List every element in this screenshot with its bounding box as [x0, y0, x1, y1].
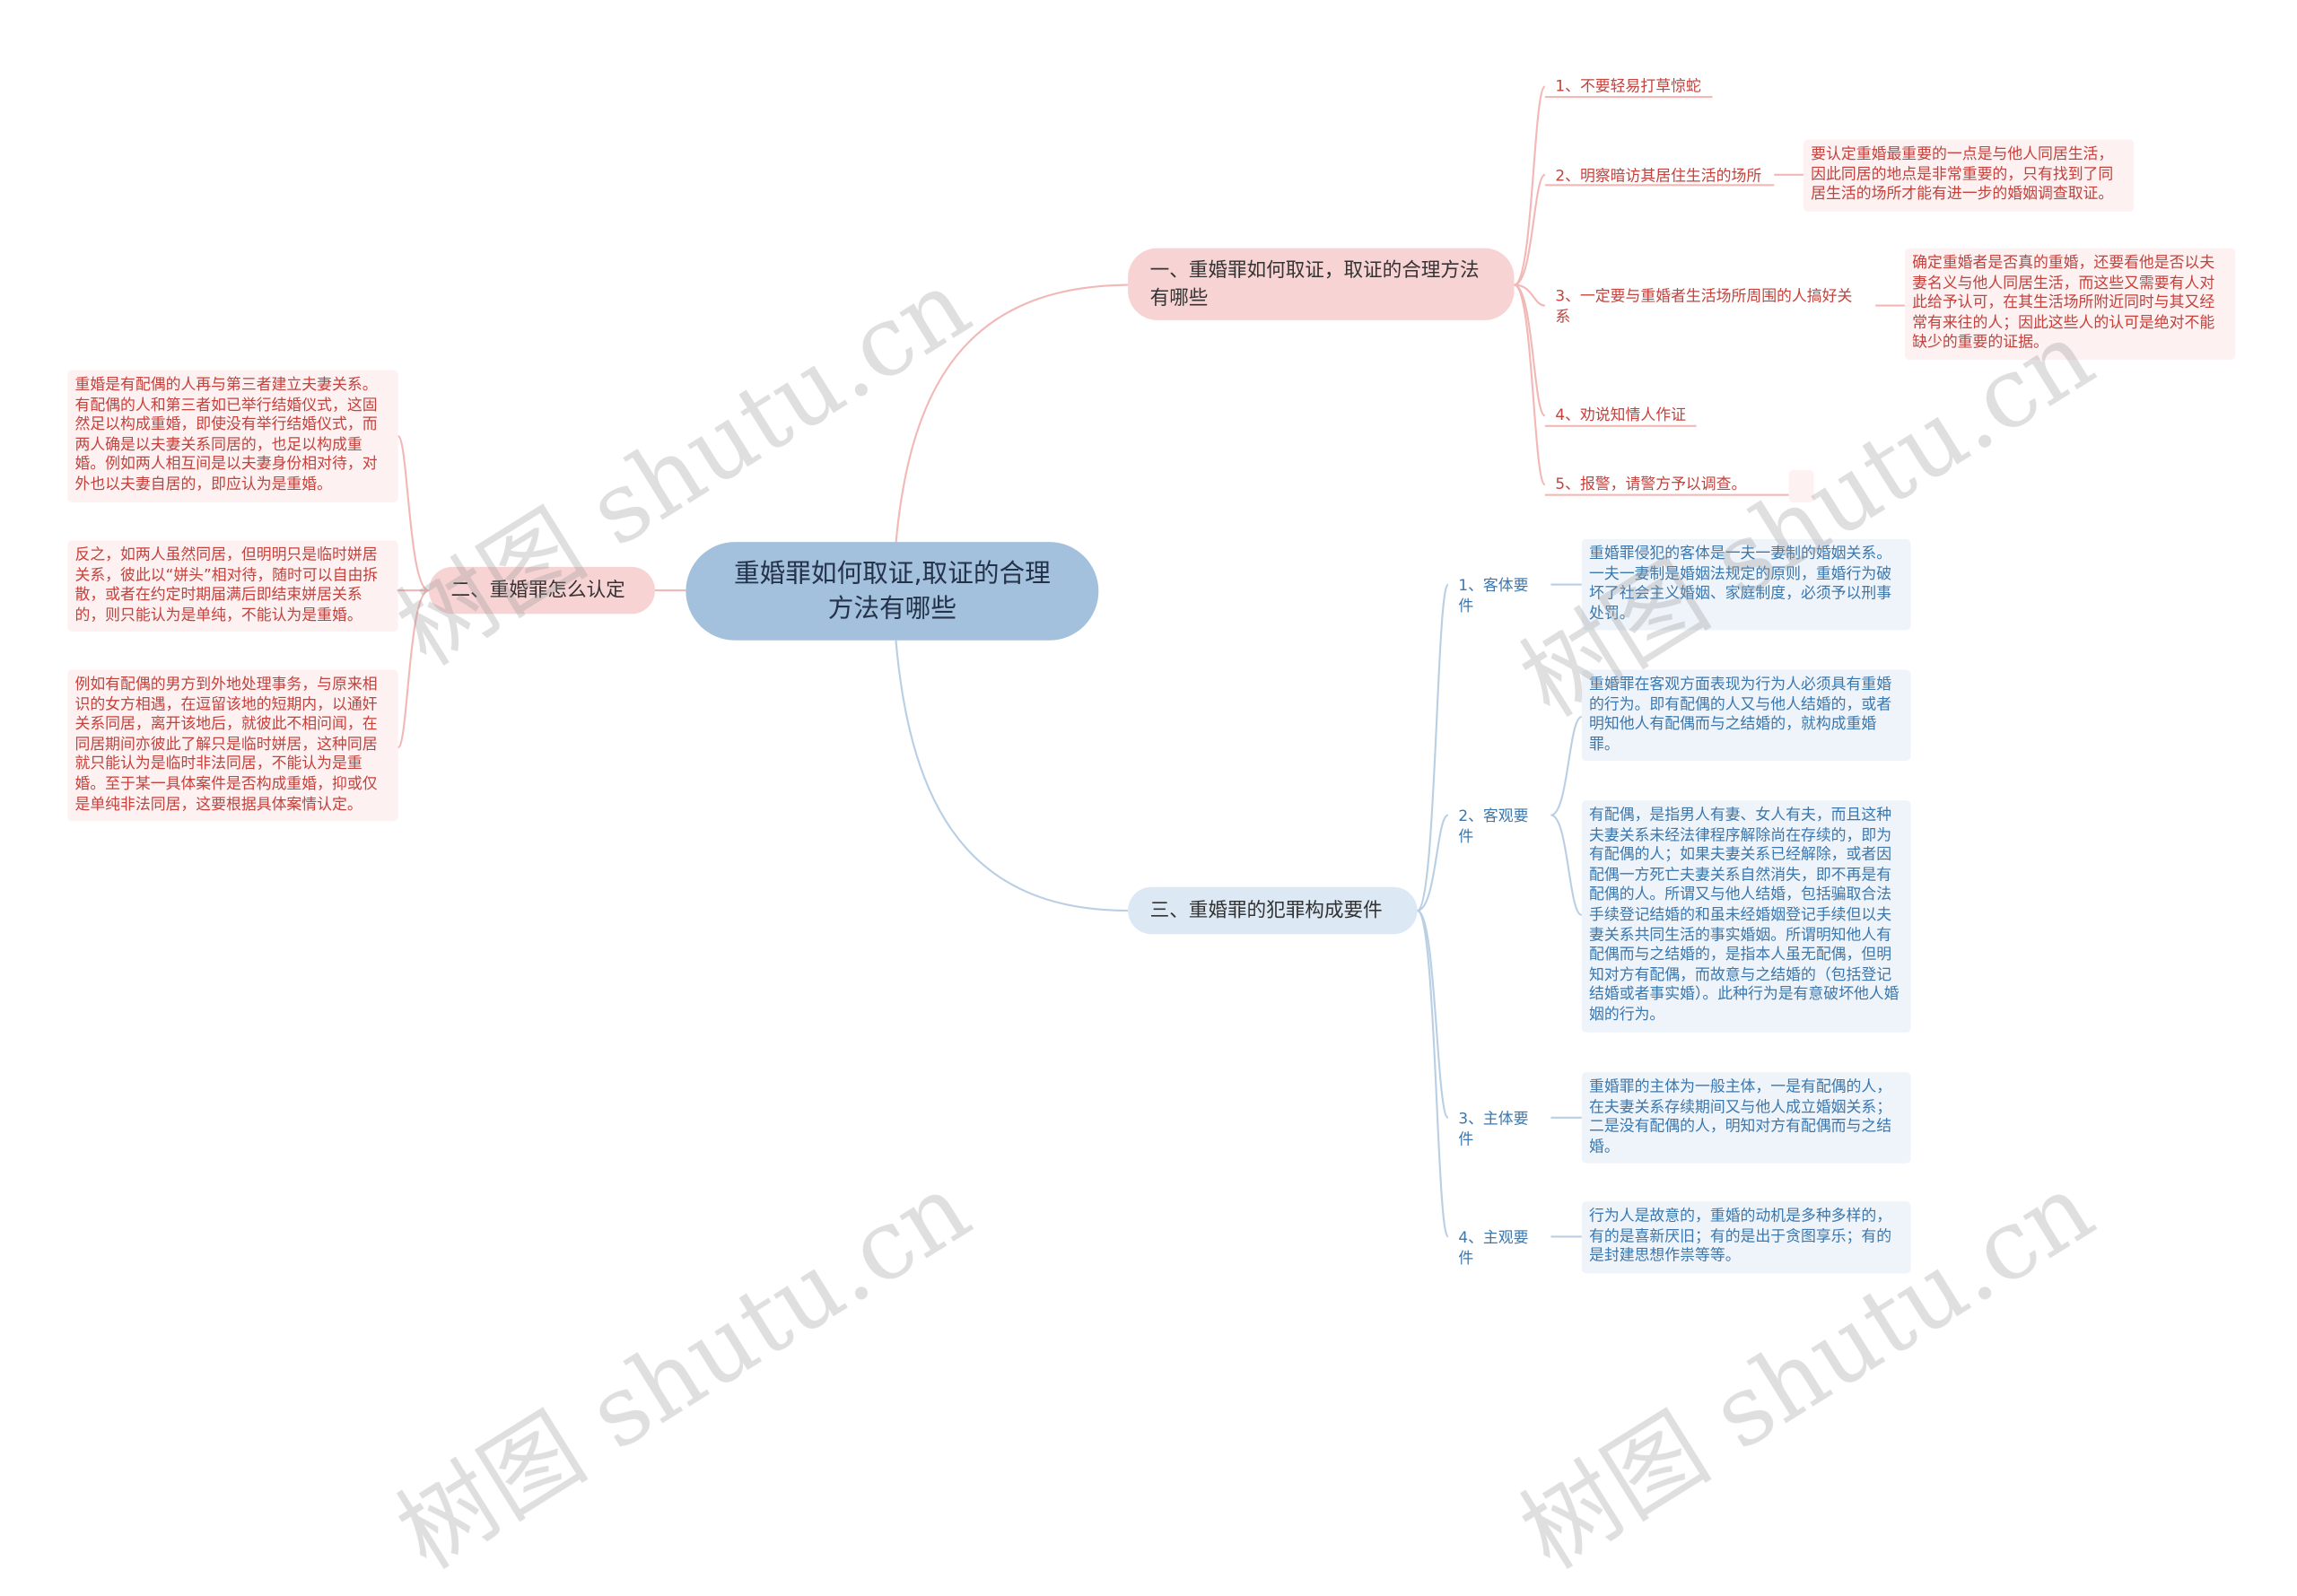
branch-1-item-3-detail[interactable]: 确定重婚者是否真的重婚，还要看他是否以夫妻名义与他人同居生活，而这些又需要有人对… — [1904, 248, 2236, 361]
branch-3-topic[interactable]: 三、重婚罪的犯罪构成要件 — [1128, 886, 1418, 935]
branch-2-detail-1[interactable]: 重婚是有配偶的人再与第三者建立夫妻关系。有配偶的人和第三者如已举行结婚仪式，这固… — [67, 370, 398, 502]
branch-2-detail-2[interactable]: 反之，如两人虽然同居，但明明只是临时姘居关系，彼此以“姘头”相对待，随时可以自由… — [67, 540, 398, 632]
branch-1-topic[interactable]: 一、重婚罪如何取证，取证的合理方法有哪些 — [1128, 248, 1515, 320]
branch-3-item-2-detail-1[interactable]: 重婚罪在客观方面表现为行为人必须具有重婚的行为。即有配偶的人又与他人结婚的，或者… — [1581, 669, 1911, 762]
branch-3-item-4-detail[interactable]: 行为人是故意的，重婚的动机是多种多样的，有的是喜新厌旧；有的是出于贪图享乐；有的… — [1581, 1201, 1911, 1274]
root-topic[interactable]: 重婚罪如何取证,取证的合理方法有哪些 — [686, 542, 1099, 641]
connector-lines — [397, 85, 1905, 1238]
branch-3-item-3[interactable]: 3、主体要件 — [1458, 1110, 1529, 1148]
branch-1-item-3[interactable]: 3、一定要与重婚者生活场所周围的人搞好关系 — [1555, 287, 1853, 326]
branch-1-item-1[interactable]: 1、不要轻易打草惊蛇 — [1555, 77, 1701, 96]
branch-3-item-3-detail[interactable]: 重婚罪的主体为一般主体，一是有配偶的人，在夫妻关系存续期间又与他人成立婚姻关系；… — [1581, 1072, 1911, 1164]
branch-1-item-5[interactable]: 5、报警，请警方予以调查。 — [1555, 475, 1747, 494]
branch-2-topic[interactable]: 二、重婚罪怎么认定 — [428, 566, 656, 615]
branch-3-item-4[interactable]: 4、主观要件 — [1458, 1229, 1529, 1268]
branch-3-item-1[interactable]: 1、客体要件 — [1458, 577, 1529, 615]
mind-map-canvas: 重婚罪如何取证,取证的合理方法有哪些 一、重婚罪如何取证，取证的合理方法有哪些 … — [67, 77, 2236, 1591]
branch-1-item-5-detail — [1788, 469, 1814, 502]
branch-3-item-2[interactable]: 2、客观要件 — [1458, 807, 1529, 846]
branch-1-item-2[interactable]: 2、明察暗访其居住生活的场所 — [1555, 167, 1762, 186]
branch-3-item-2-detail-2[interactable]: 有配偶，是指男人有妻、女人有夫，而且这种夫妻关系未经法律程序解除尚在存续的，即为… — [1581, 800, 1911, 1033]
branch-1-item-2-detail[interactable]: 要认定重婚最重要的一点是与他人同居生活，因此同居的地点是非常重要的，只有找到了同… — [1803, 139, 2135, 212]
branch-1-item-4[interactable]: 4、劝说知情人作证 — [1555, 406, 1686, 425]
link-root-branch1 — [895, 283, 1129, 544]
branch-2-detail-3[interactable]: 例如有配偶的男方到外地处理事务，与原来相识的女方相遇，在逗留该地的短期内，以通奸… — [67, 669, 398, 822]
branch-3-item-1-detail[interactable]: 重婚罪侵犯的客体是一夫一妻制的婚姻关系。一夫一妻制是婚姻法规定的原则，重婚行为破… — [1581, 538, 1911, 631]
link-root-branch3 — [895, 640, 1129, 912]
